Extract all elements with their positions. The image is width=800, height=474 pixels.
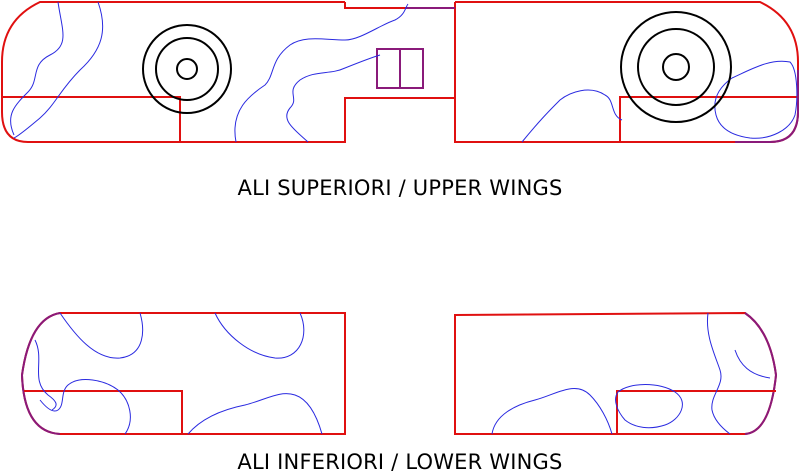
lower-wings-label: ALI INFERIORI / LOWER WINGS: [237, 450, 563, 474]
upper-right-tip-edge: [735, 70, 799, 143]
upper-center-camo-2: [286, 54, 381, 143]
lower-right-aileron: [616, 390, 776, 434]
lower-right-tip-edge: [744, 312, 778, 435]
upper-right-wing-outline: [454, 1, 799, 143]
upper-left-roundel: [142, 24, 232, 114]
lower-left-wing-outline: [20, 312, 346, 435]
upper-left-camo-1: [10, 1, 64, 136]
upper-center-camo-1: [234, 3, 409, 143]
upper-right-camo-2: [714, 60, 798, 139]
lower-left-camo-1: [34, 339, 57, 411]
upper-wings: [1, 0, 799, 143]
lower-left-camo-5: [187, 393, 323, 435]
upper-right-roundel: [620, 11, 732, 123]
lower-left-camo-3: [39, 379, 131, 435]
upper-right-camo-1: [521, 89, 623, 143]
lower-right-camo-2: [615, 384, 683, 429]
upper-left-camo-2: [13, 1, 104, 139]
lower-right-wing-outline: [454, 311, 778, 435]
lower-right-camo-1: [491, 388, 613, 435]
lower-left-camo-4: [214, 312, 305, 359]
lower-wings: [20, 311, 778, 435]
upper-right-aileron: [619, 96, 798, 142]
lower-left-tip-edge: [20, 312, 61, 435]
upper-left-aileron: [2, 96, 181, 142]
lower-right-camo-4: [734, 349, 771, 379]
lower-left-aileron: [24, 390, 183, 434]
lower-left-camo-2: [59, 312, 144, 359]
upper-left-wing-outline: [1, 0, 456, 143]
upper-wings-label: ALI SUPERIORI / UPPER WINGS: [237, 176, 563, 200]
lower-right-camo-3: [706, 312, 731, 435]
